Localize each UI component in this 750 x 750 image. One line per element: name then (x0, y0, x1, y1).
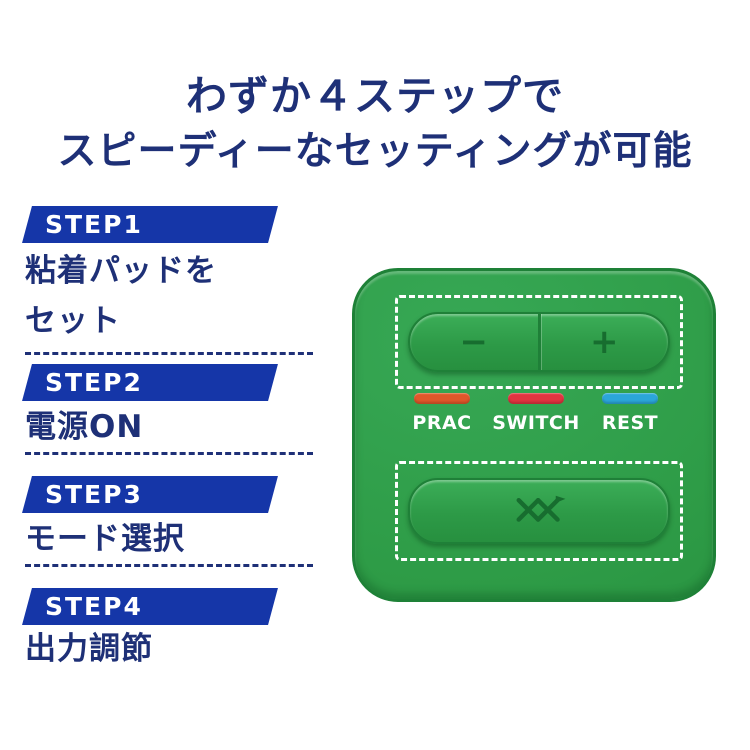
step1-label: STEP1 (45, 210, 143, 239)
switch-indicator-label: SWITCH (492, 412, 580, 434)
indicator-prac: PRAC (395, 393, 489, 434)
step-separator (25, 352, 313, 355)
step1-banner: STEP1 (22, 206, 278, 243)
step3-description: モード選択 (25, 514, 185, 564)
step4-banner: STEP4 (22, 588, 278, 625)
controller-device: − + PRAC SWITCH REST (352, 268, 716, 602)
output-rocker-button: − + (408, 312, 670, 372)
step2-description: 電源ON (25, 402, 143, 452)
double-x-brand-logo-icon (510, 494, 568, 528)
rest-indicator-bar (602, 393, 658, 404)
step-separator (25, 452, 313, 455)
step3-label: STEP3 (45, 480, 143, 509)
output-adjust-highlight-zone: − + (395, 295, 683, 389)
rest-indicator-label: REST (601, 412, 659, 434)
minus-icon: − (459, 322, 489, 362)
step1-description: 粘着パッドを セット (25, 246, 217, 346)
step2-label: STEP2 (45, 368, 143, 397)
step3-banner: STEP3 (22, 476, 278, 513)
plus-button: + (541, 314, 669, 370)
minus-button: − (410, 314, 538, 370)
prac-indicator-bar (414, 393, 470, 404)
indicator-rest: REST (583, 393, 677, 434)
page-title-line1: わずか４ステップで (186, 72, 564, 120)
step-desc-line: 粘着パッドを (25, 253, 217, 289)
mode-indicators: PRAC SWITCH REST (395, 393, 677, 434)
indicator-switch: SWITCH (489, 393, 583, 434)
prac-indicator-label: PRAC (412, 412, 472, 434)
mode-select-highlight-zone (395, 461, 683, 561)
step-desc-line: 出力調節 (25, 631, 153, 667)
mode-select-button (408, 478, 670, 544)
step4-description: 出力調節 (25, 624, 153, 674)
switch-indicator-bar (508, 393, 564, 404)
step-desc-line: セット (25, 303, 121, 339)
rocker-divider (537, 314, 541, 370)
step4-label: STEP4 (45, 592, 143, 621)
page-title-line2: スピーディーなセッティングが可能 (57, 129, 693, 174)
plus-icon: + (590, 322, 619, 362)
step-desc-line: モード選択 (25, 521, 185, 557)
step-separator (25, 564, 313, 567)
step-desc-line: 電源ON (25, 409, 144, 445)
step2-banner: STEP2 (22, 364, 278, 401)
